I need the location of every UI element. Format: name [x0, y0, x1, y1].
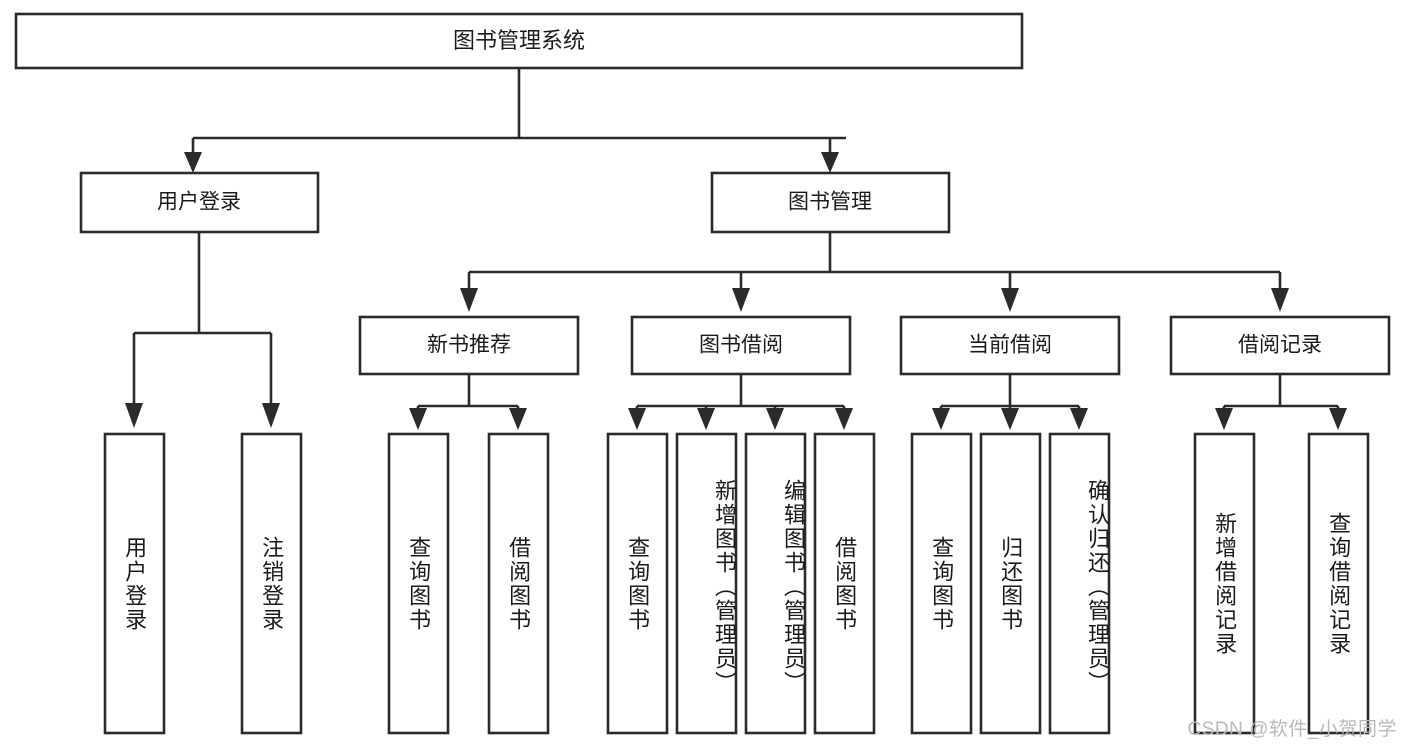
connector-borrow-records-to-leaves [1215, 374, 1347, 430]
leaf-current-borrow-0[interactable] [910, 432, 973, 735]
node-root[interactable]: 图书管理系统 [14, 12, 1024, 70]
leaf-rect [979, 432, 1042, 735]
leaf-rect [487, 432, 550, 735]
connector-book-management-to-level3 [460, 232, 1289, 312]
leaf-rect [240, 432, 303, 735]
leaf-user-login-0[interactable] [103, 432, 166, 735]
node-root-rect [14, 12, 1024, 70]
arrow-head-icon [628, 408, 646, 430]
arrow-head-icon [262, 403, 280, 428]
node-book-management-label: 图书管理 [788, 191, 872, 214]
node-user-login[interactable]: 用户登录 [79, 171, 320, 234]
arrow-head-icon [835, 408, 853, 430]
leaf-rect [744, 432, 807, 735]
node-book-borrow-label: 图书借阅 [699, 334, 783, 357]
leaf-borrow-records-1[interactable] [1307, 432, 1370, 735]
connector-book-borrow-to-leaves [628, 374, 853, 430]
leaf-rect [1307, 432, 1370, 735]
node-current-borrow[interactable]: 当前借阅 [899, 315, 1121, 376]
node-new-book-recommend-label: 新书推荐 [427, 334, 511, 357]
leaf-book-borrow-2[interactable] [744, 432, 807, 735]
node-user-login-rect [79, 171, 320, 234]
leaf-new-book-recommend-0[interactable] [387, 432, 450, 735]
node-borrow-records-label: 借阅记录 [1238, 334, 1322, 357]
arrow-head-icon [932, 408, 950, 430]
node-current-borrow-label: 当前借阅 [968, 334, 1052, 357]
leaf-rect [813, 432, 876, 735]
arrow-head-icon [766, 408, 784, 430]
node-book-borrow[interactable]: 图书借阅 [630, 315, 852, 376]
leaf-rect [103, 432, 166, 735]
leaf-current-borrow-2[interactable] [1048, 432, 1111, 735]
leaf-rect [606, 432, 669, 735]
leaf-rect [387, 432, 450, 735]
arrow-head-icon [409, 408, 427, 430]
node-root-label: 图书管理系统 [453, 28, 585, 53]
arrow-head-icon [509, 408, 527, 430]
arrow-head-icon [697, 408, 715, 430]
connector-root-to-level2 [184, 68, 846, 173]
arrow-head-icon [1001, 408, 1019, 430]
leaf-book-borrow-0[interactable] [606, 432, 669, 735]
watermark-text: CSDN @软件_小贺同学 [1187, 719, 1397, 740]
node-new-book-recommend[interactable]: 新书推荐 [358, 315, 580, 376]
connector-current-borrow-to-leaves [932, 374, 1088, 430]
leaf-user-login-1[interactable] [240, 432, 303, 735]
arrow-head-icon [732, 288, 750, 312]
arrow-head-icon [1329, 408, 1347, 430]
leaf-borrow-records-0[interactable] [1193, 432, 1256, 735]
arrow-head-icon [1215, 408, 1233, 430]
node-book-management[interactable]: 图书管理 [710, 171, 951, 234]
leaf-rect [1048, 432, 1111, 735]
node-user-login-label: 用户登录 [157, 191, 241, 214]
arrow-head-icon [1001, 288, 1019, 312]
arrow-head-icon [125, 403, 143, 428]
connector-user-login-to-leaves [125, 232, 280, 428]
leaf-rect [1193, 432, 1256, 735]
leaf-rect [910, 432, 973, 735]
leaf-book-borrow-3[interactable] [813, 432, 876, 735]
node-new-book-recommend-rect [358, 315, 580, 376]
leaf-book-borrow-1[interactable] [675, 432, 738, 735]
arrow-head-icon [821, 152, 839, 173]
leaf-new-book-recommend-1[interactable] [487, 432, 550, 735]
arrow-head-icon [184, 152, 202, 173]
connector-new-book-recommend-to-leaves [409, 374, 527, 430]
leaf-rect [675, 432, 738, 735]
arrow-head-icon [1271, 288, 1289, 312]
node-borrow-records[interactable]: 借阅记录 [1169, 315, 1391, 376]
arrow-head-icon [1070, 408, 1088, 430]
arrow-head-icon [460, 288, 478, 312]
node-current-borrow-rect [899, 315, 1121, 376]
leaf-current-borrow-1[interactable] [979, 432, 1042, 735]
